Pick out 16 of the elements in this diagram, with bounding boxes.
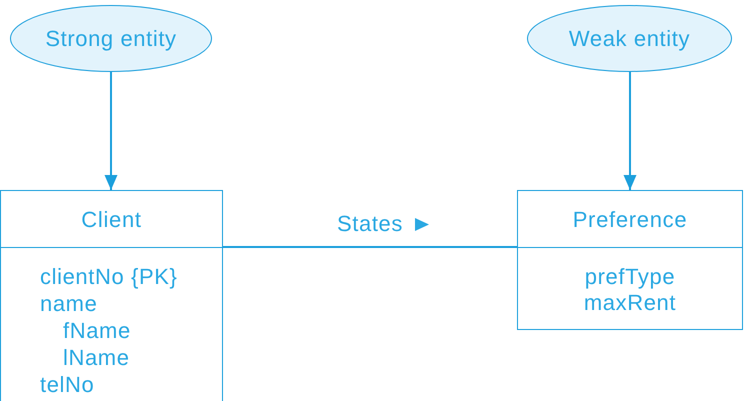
ellipse-label: Strong entity (45, 26, 177, 52)
attribute-name: name (40, 290, 98, 316)
entity-name: Preference (572, 206, 688, 232)
attribute-name: clientNo {PK} (40, 262, 178, 290)
attribute-name: fName (63, 316, 131, 344)
attribute-name: telNo (40, 370, 94, 398)
entity-name: Client (81, 206, 142, 232)
arrow (104, 72, 118, 190)
arrow (624, 72, 636, 190)
relationship-line (223, 246, 517, 248)
attribute-name: lName (63, 344, 130, 370)
entity-box (0, 190, 223, 401)
entity-box (517, 190, 743, 330)
attribute-name: maxRent (584, 290, 676, 316)
attribute-name: prefType (584, 264, 676, 290)
ellipse-label: Weak entity (568, 26, 690, 52)
